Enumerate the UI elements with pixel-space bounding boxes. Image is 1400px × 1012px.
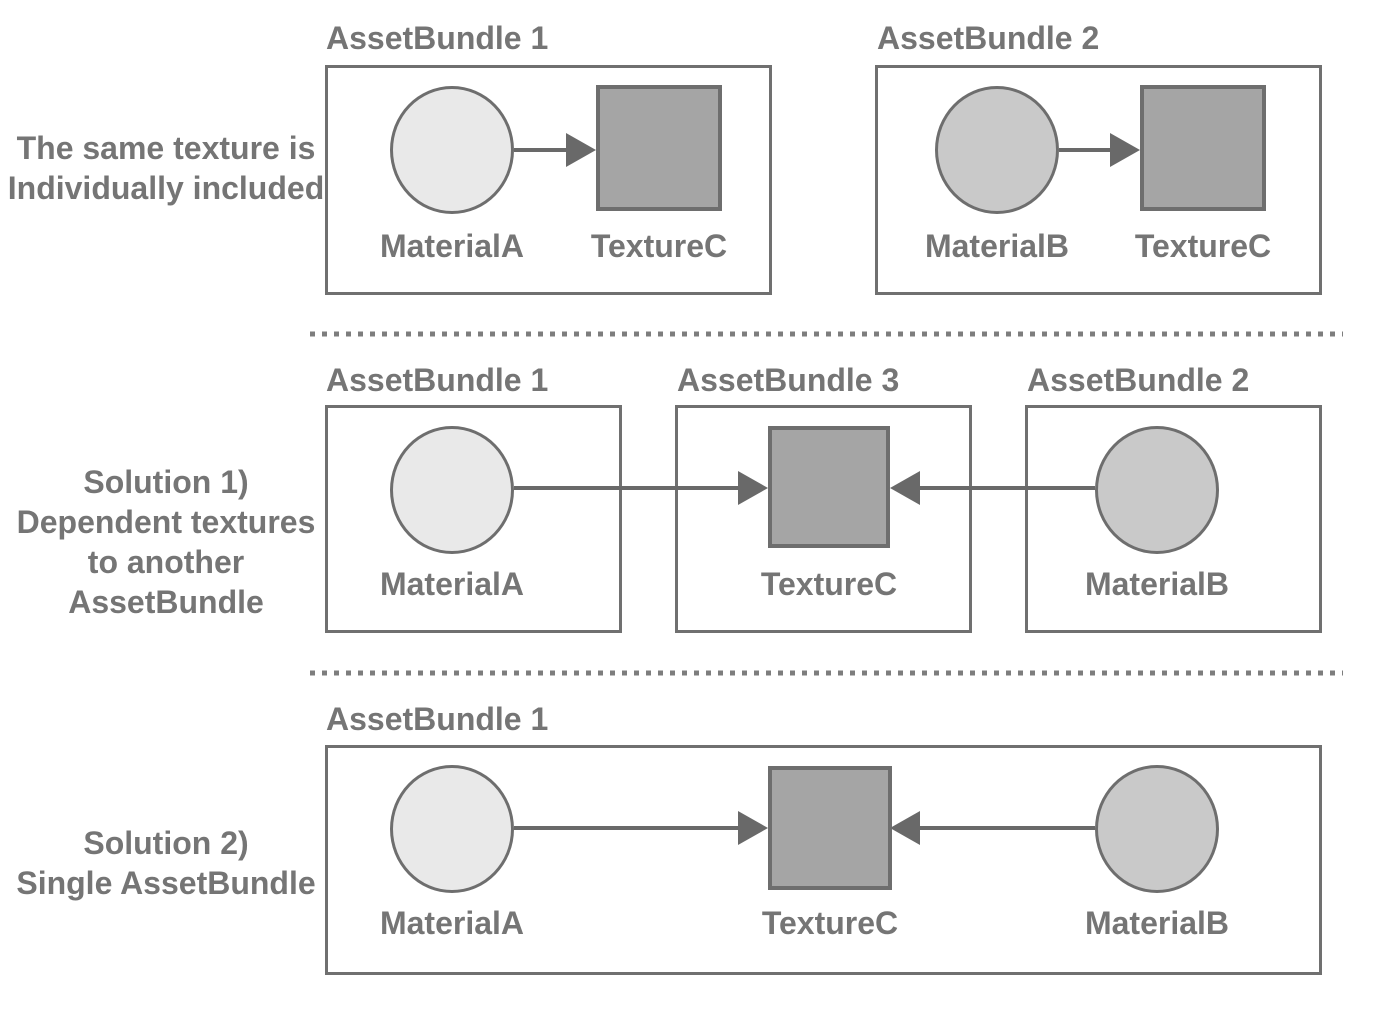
row1-material-a-label: MaterialA	[379, 228, 525, 264]
row2-bundle1-title: AssetBundle 1	[326, 362, 549, 398]
row1-material-b-circle	[935, 86, 1059, 214]
caption-line: Single AssetBundle	[16, 865, 316, 901]
row2-bundle2-title: AssetBundle 2	[1027, 362, 1250, 398]
row3-material-a-label: MaterialA	[379, 905, 525, 941]
row1-material-a-circle	[390, 86, 514, 214]
row3-bundle1-box	[325, 745, 1322, 975]
row2-material-b-circle	[1095, 426, 1219, 554]
row3-material-a-circle	[390, 765, 514, 893]
row3-material-b-label: MaterialB	[1084, 905, 1230, 941]
caption-line: to another	[87, 544, 245, 580]
caption-line: Solution 1)	[83, 464, 249, 500]
row1-bundle1-texture-label: TextureC	[590, 228, 728, 264]
caption-line: Dependent textures	[16, 504, 316, 540]
row3-texture-square	[768, 766, 892, 890]
caption-line: AssetBundle	[68, 584, 264, 620]
row2-material-b-label: MaterialB	[1084, 566, 1230, 602]
row1-bundle1-box	[325, 65, 772, 295]
row2-texture-label: TextureC	[760, 566, 898, 602]
row1-bundle2-texture-square	[1140, 85, 1266, 211]
caption-line: The same texture is	[16, 130, 316, 166]
row3-caption: Solution 2) Single AssetBundle	[0, 823, 332, 903]
row2-bundle2-box	[1025, 405, 1322, 633]
row1-caption: The same texture is Individually include…	[0, 128, 332, 208]
row3-texture-label: TextureC	[761, 905, 899, 941]
row2-texture-square	[768, 426, 890, 548]
row2-caption: Solution 1) Dependent textures to anothe…	[0, 462, 332, 622]
row2-material-a-circle	[390, 426, 514, 554]
row3-material-b-circle	[1095, 765, 1219, 893]
row2-bundle1-box	[325, 405, 622, 633]
row1-bundle2-box	[875, 65, 1322, 295]
row2-bundle3-title: AssetBundle 3	[677, 362, 900, 398]
row2-material-a-label: MaterialA	[379, 566, 525, 602]
caption-line: Individually included	[7, 170, 325, 206]
caption-line: Solution 2)	[83, 825, 249, 861]
row1-bundle1-title: AssetBundle 1	[326, 20, 549, 56]
row1-bundle2-title: AssetBundle 2	[877, 20, 1100, 56]
row2-bundle3-box	[675, 405, 972, 633]
row3-bundle1-title: AssetBundle 1	[326, 701, 549, 737]
row1-bundle1-texture-square	[596, 85, 722, 211]
row1-material-b-label: MaterialB	[924, 228, 1070, 264]
row1-bundle2-texture-label: TextureC	[1134, 228, 1272, 264]
